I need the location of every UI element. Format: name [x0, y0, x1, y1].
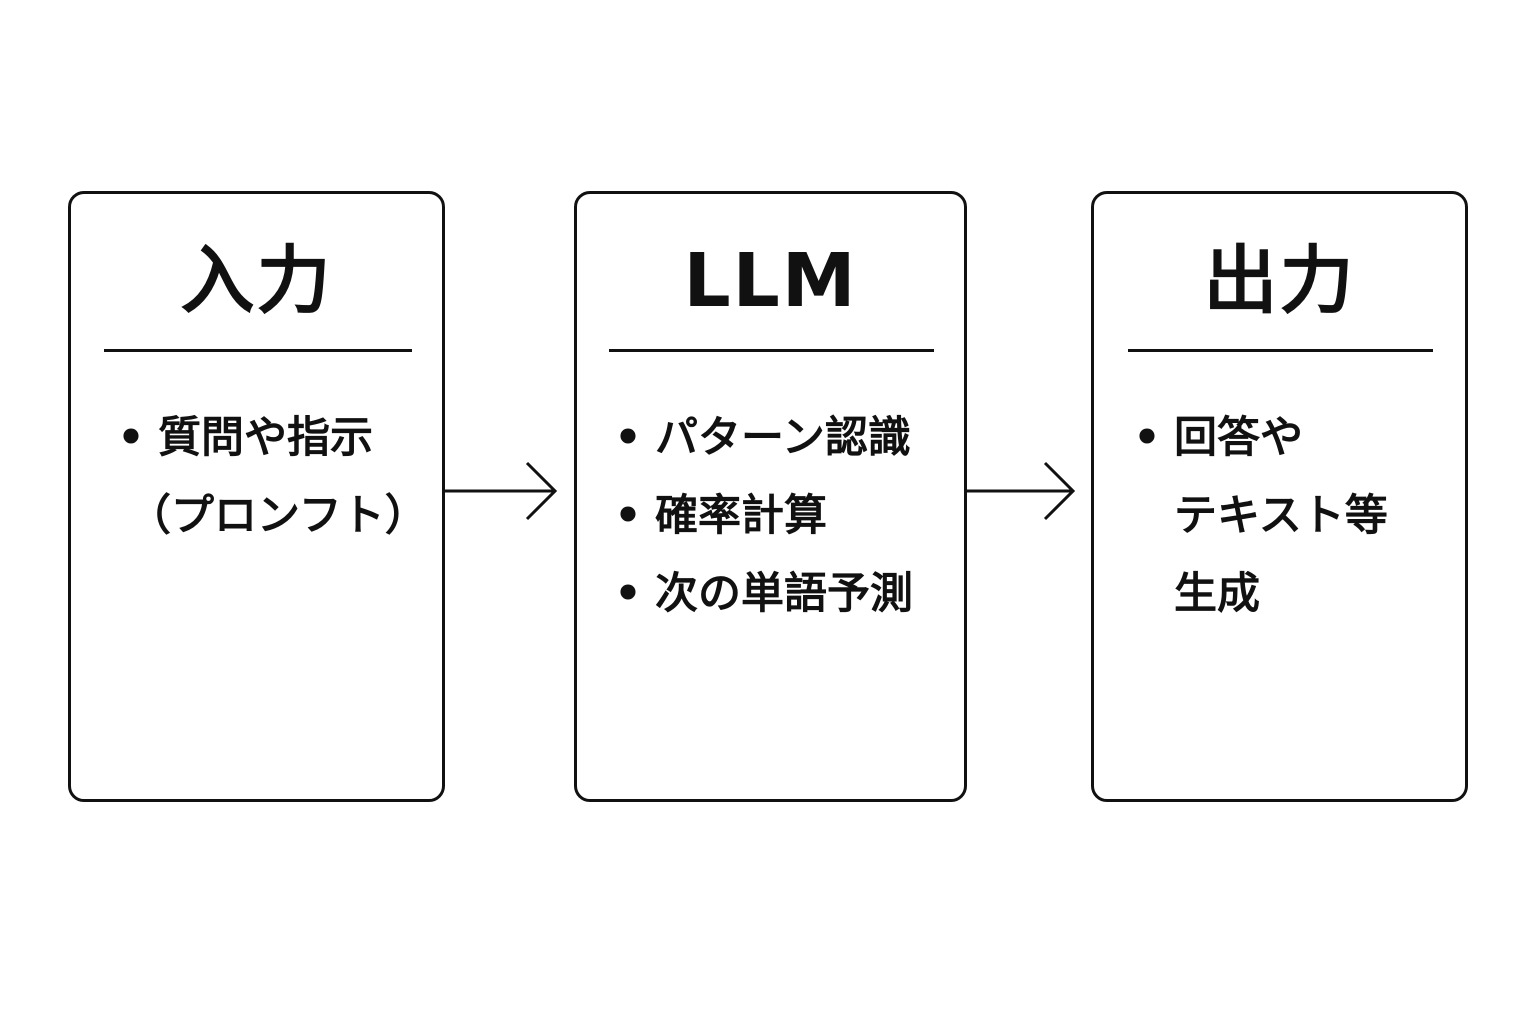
output-box-list: • 回答や テキスト等 生成	[1132, 399, 1388, 633]
arrow-right-icon	[967, 461, 1076, 521]
item-text: 質問や指示	[158, 413, 373, 463]
output-box-title: 出力	[1203, 238, 1356, 324]
item-text: 次の単語予測	[655, 569, 913, 619]
input-box-divider	[104, 349, 412, 352]
list-item: 生成	[1132, 555, 1388, 633]
input-box-list: • 質問や指示 （プロンフト）	[116, 399, 428, 555]
list-item: • 回答や	[1132, 399, 1388, 477]
input-box-title: 入力	[180, 238, 333, 324]
item-text: パターン認識	[655, 413, 911, 463]
bullet-icon: •	[614, 413, 642, 463]
bullet-icon: •	[614, 569, 642, 619]
output-box-divider	[1128, 349, 1433, 352]
list-item: • パターン認識	[613, 399, 913, 477]
list-item: （プロンフト）	[128, 477, 428, 555]
list-item: • 質問や指示	[116, 399, 428, 477]
llm-box-divider	[609, 349, 934, 352]
list-item: • 確率計算	[613, 477, 913, 555]
list-item: • 次の単語予測	[613, 555, 913, 633]
item-text: テキスト等	[1174, 491, 1388, 541]
output-box: 出力 • 回答や テキスト等 生成	[1091, 191, 1468, 802]
item-text: 回答や	[1174, 413, 1303, 463]
item-text: 確率計算	[655, 491, 827, 541]
bullet-icon: •	[614, 491, 642, 541]
input-box: 入力 • 質問や指示 （プロンフト）	[68, 191, 445, 802]
bullet-icon: •	[1133, 413, 1161, 463]
list-item: テキスト等	[1132, 477, 1388, 555]
item-text: （プロンフト）	[128, 491, 428, 541]
item-text: 生成	[1174, 569, 1260, 619]
llm-box-title: LLM	[683, 238, 858, 324]
arrow-right-icon	[445, 461, 558, 521]
llm-box-list: • パターン認識 • 確率計算 • 次の単語予測	[613, 399, 913, 633]
llm-box: LLM • パターン認識 • 確率計算 • 次の単語予測	[574, 191, 967, 802]
bullet-icon: •	[117, 413, 145, 463]
